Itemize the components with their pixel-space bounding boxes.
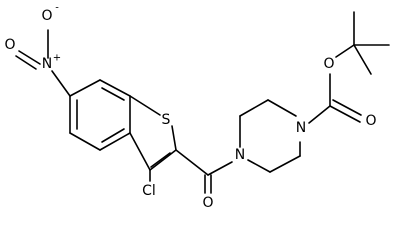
bond-c6-c7 bbox=[69, 79, 101, 97]
ester-o-single-label: O bbox=[323, 56, 334, 72]
bond-nitro-n-o-left-1 bbox=[18, 50, 41, 65]
nitro-n-label: N bbox=[42, 56, 52, 72]
bond-nitro-n-o-left-2 bbox=[15, 55, 37, 70]
piperazine-n-left-label: N bbox=[235, 147, 245, 163]
bond-c3a-c4 bbox=[99, 132, 131, 151]
bond-c7-c7a-inner bbox=[101, 87, 125, 101]
bond-c2-carbonyl bbox=[175, 149, 209, 176]
bond-o-tbu-c bbox=[335, 44, 355, 58]
bond-carbamate-c-o-double-2 bbox=[332, 99, 362, 116]
ester-o-double-label: O bbox=[365, 113, 376, 129]
bond-c2-c3-inner bbox=[150, 152, 171, 168]
nitro-n-charge: + bbox=[53, 53, 61, 64]
atom-labels: N + O - O S Cl O N N O O bbox=[4, 3, 376, 212]
bond-c7-c7a bbox=[99, 79, 131, 97]
nitro-o-top-label: O bbox=[41, 8, 52, 24]
bond-carbamate-c-o-double-1 bbox=[329, 105, 361, 123]
bond-c5p-c6p bbox=[269, 155, 301, 173]
structure-canvas: N + O - O S Cl O N N O O bbox=[4, 3, 390, 212]
piperazine-n-right-label: N bbox=[296, 120, 306, 136]
bond-tbu-methyl-down bbox=[353, 44, 372, 75]
bond-c3a-c4-inner bbox=[101, 128, 125, 143]
bond-c6p-n1 bbox=[247, 159, 271, 173]
amide-o-label: O bbox=[202, 195, 213, 211]
bond-n4-carbamate-c bbox=[308, 105, 331, 124]
bond-c3p-n4 bbox=[267, 99, 297, 117]
bond-s-c2 bbox=[171, 125, 177, 151]
bond-c2p-c3p bbox=[239, 99, 269, 117]
chloro-label: Cl bbox=[142, 183, 156, 199]
bond-c4-c5 bbox=[69, 132, 101, 151]
bonds bbox=[15, 11, 390, 194]
molecule-diagram: N + O - O S Cl O N N O O bbox=[4, 3, 390, 212]
bond-carbonyl-n bbox=[207, 161, 233, 176]
bond-c2-c3 bbox=[149, 149, 177, 171]
nitro-o-left-label: O bbox=[4, 37, 15, 53]
bond-c7a-s bbox=[129, 95, 161, 116]
bond-c3-c3a bbox=[129, 132, 151, 171]
bond-c6-nitro-n bbox=[51, 70, 71, 97]
thiophene-s-label: S bbox=[162, 112, 171, 128]
nitro-o-top-charge: - bbox=[55, 3, 59, 14]
